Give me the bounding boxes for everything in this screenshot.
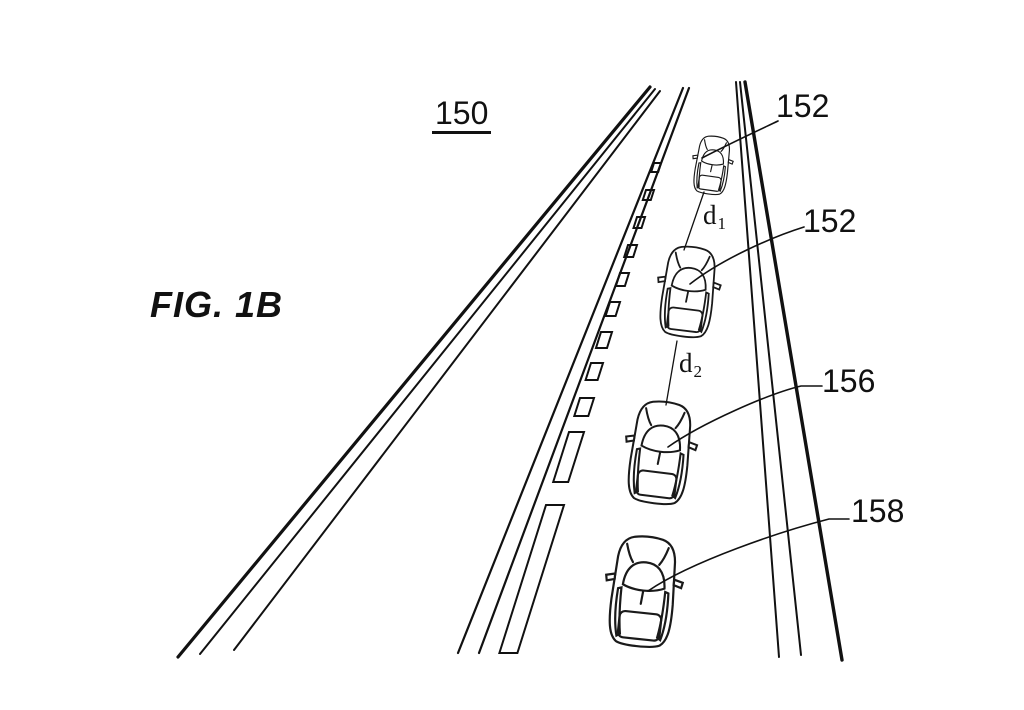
roadway-ref-150: 150	[432, 97, 492, 134]
car-152-lead	[687, 133, 737, 198]
right-road-edge	[735, 80, 844, 662]
figure-title: FIG. 1B	[150, 284, 284, 325]
lane-divider-dashes	[498, 162, 663, 654]
vehicle-ref-158: 158	[851, 493, 905, 529]
distance-line-d1	[683, 191, 705, 251]
vehicle-ref-152-lead: 152	[776, 88, 830, 124]
leader-156	[667, 385, 823, 448]
distance-label-d1: d1	[703, 200, 726, 233]
distance-line-d2	[665, 340, 678, 406]
distance-d2-subscript: 2	[693, 362, 703, 381]
car-156	[617, 396, 703, 509]
leader-152-lead	[701, 120, 779, 159]
car-158	[598, 531, 689, 652]
left-road-edge	[176, 85, 661, 659]
distance-d2-symbol: d	[679, 348, 693, 378]
car-152-second	[650, 242, 726, 342]
leader-158	[647, 518, 850, 592]
lane-divider-solid-lines	[456, 86, 691, 655]
distance-label-d2: d2	[679, 348, 702, 381]
leader-152-second	[689, 226, 805, 285]
vehicle-ref-152-second: 152	[803, 203, 857, 239]
distance-d1-subscript: 1	[717, 214, 727, 233]
vehicle-ref-156: 156	[822, 363, 876, 399]
distance-d1-symbol: d	[703, 200, 717, 230]
